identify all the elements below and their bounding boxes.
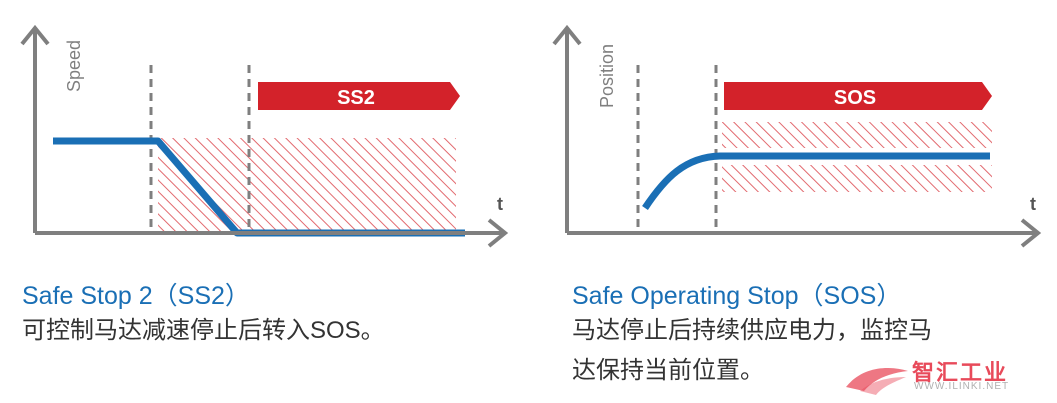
sos-title: Safe Operating Stop（SOS）: [572, 282, 902, 310]
sos-x-axis-arrow: [1020, 218, 1042, 248]
sos-y-axis-label: Position: [597, 44, 617, 108]
ss2-diagram: SS2 Speed t: [20, 24, 509, 248]
watermark-text: 智汇工业: [912, 360, 1009, 385]
sos-position-curve: [642, 152, 990, 210]
sos-banner: [724, 82, 992, 110]
sos-description-line-2: 达保持当前位置。: [572, 357, 764, 384]
ss2-banner-label: SS2: [337, 87, 375, 109]
sos-description-line-1: 马达停止后持续供应电力，监控马: [572, 317, 932, 344]
sos-hatched-band-upper: [722, 122, 992, 148]
sos-description: 马达停止后持续供应电力，监控马 达保持当前位置。: [572, 311, 932, 391]
sos-hatched-band-lower: [722, 165, 992, 192]
ss2-x-axis-label: t: [497, 194, 503, 214]
ss2-title: Safe Stop 2（SS2）: [22, 282, 250, 310]
watermark-logo-icon: [846, 368, 908, 395]
sos-x-axis-label: t: [1030, 194, 1036, 214]
ss2-description: 可控制马达减速停止后转入SOS。: [22, 317, 385, 344]
sos-diagram: SOS Position t: [552, 24, 1042, 248]
watermark: 智汇工业 WWW.ILINKI.NET: [842, 355, 1052, 399]
ss2-x-axis-arrow: [487, 218, 509, 248]
ss2-y-axis-label: Speed: [64, 40, 84, 92]
ss2-hatched-zone: [158, 138, 456, 232]
watermark-url: WWW.ILINKI.NET: [914, 381, 1010, 392]
sos-banner-label: SOS: [834, 87, 876, 109]
ss2-banner: [258, 82, 460, 110]
